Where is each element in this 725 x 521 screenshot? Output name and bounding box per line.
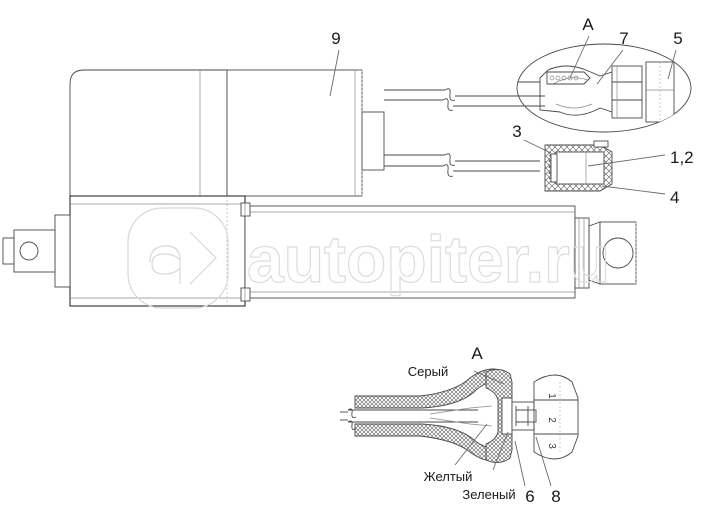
watermark-text: autopiter.ru <box>247 222 610 296</box>
callout-1-2: 1,2 <box>670 148 694 167</box>
terminal-latch <box>501 397 537 435</box>
callout-7: 7 <box>619 29 628 48</box>
detail-view-label-a: A <box>471 344 483 363</box>
connector-housing: 1 2 3 <box>533 374 579 460</box>
detail-a-oval-callout <box>516 43 692 133</box>
wire-label-yellow: Желтый <box>424 469 473 484</box>
cable-lower <box>384 153 540 177</box>
callout-labels-main: 9 A 7 5 3 1,2 4 <box>331 15 693 207</box>
callout-leaders-detail <box>454 370 552 487</box>
crimp-ribs <box>546 71 591 85</box>
pin-1: 1 <box>546 393 557 399</box>
motor-housing-upper <box>69 69 228 197</box>
actuator-main-body <box>2 195 637 307</box>
detail-view-a: 1 2 3 A Серый Желтый Зеленый 6 8 <box>340 344 579 506</box>
callout-5: 5 <box>673 29 682 48</box>
callout-3: 3 <box>512 122 521 141</box>
callout-4: 4 <box>670 188 679 207</box>
wire-label-green: Зеленый <box>462 487 515 502</box>
detail-callout-8: 8 <box>551 487 560 506</box>
detail-callout-6: 6 <box>525 487 534 506</box>
braid-lower <box>354 423 501 462</box>
cable-upper <box>384 88 545 111</box>
mounting-bracket <box>2 214 71 288</box>
callout-leaders-main <box>329 35 677 195</box>
clevis-end <box>599 221 637 285</box>
end-cap-assembly <box>544 140 613 192</box>
watermark-logo <box>127 207 229 309</box>
callout-A: A <box>582 15 594 34</box>
wire-label-gray: Серый <box>408 364 448 379</box>
callout-9: 9 <box>331 29 340 48</box>
actuator-cylinder-top <box>226 69 385 197</box>
pin-2: 2 <box>546 417 557 423</box>
pin-3: 3 <box>546 443 557 449</box>
